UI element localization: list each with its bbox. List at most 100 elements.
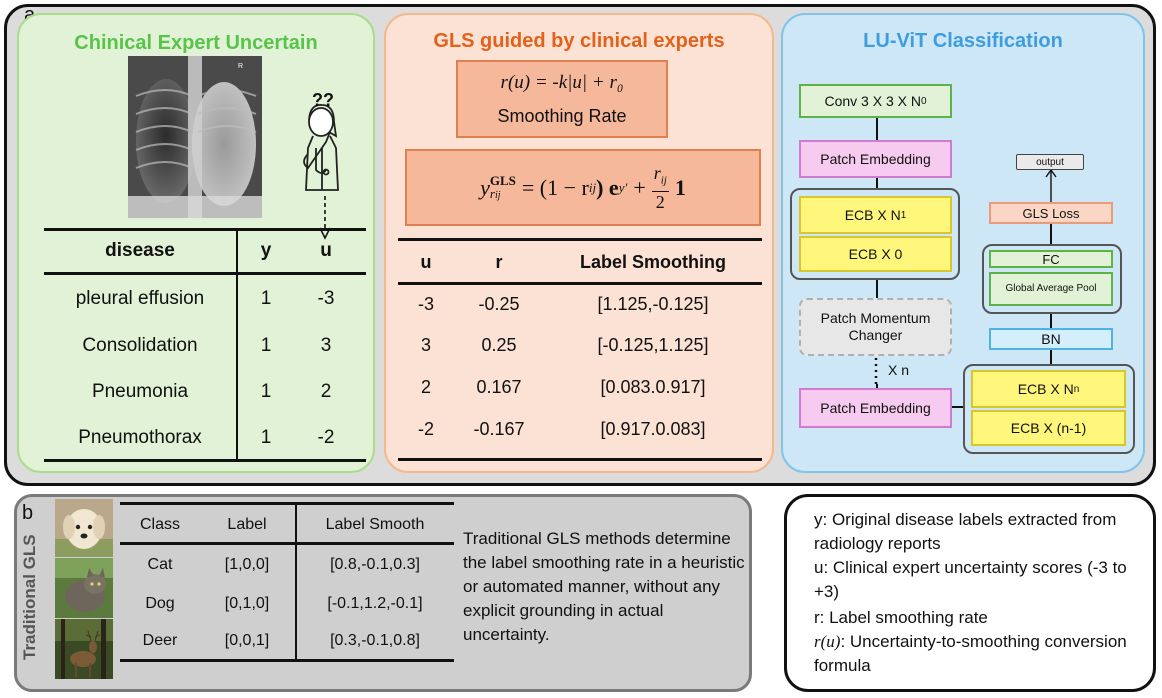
legend-y-line: y: Original disease labels extracted fro… — [814, 510, 1117, 553]
r-cell: -0.167 — [473, 419, 525, 439]
smoothing-cell: [-0.125,1.125] — [597, 335, 709, 355]
u-cell: -3 — [317, 288, 335, 309]
smoothing-cell: [0.083.0.917] — [600, 377, 706, 397]
header-r: r — [495, 252, 503, 272]
u-cell: 2 — [320, 381, 332, 402]
u-cell: 2 — [420, 377, 431, 397]
header-label: Label — [227, 516, 267, 533]
disease-cell: Pneumonia — [91, 381, 189, 402]
traditional-gls-description: Traditional GLS methods determine the la… — [463, 529, 745, 644]
label-smoothing-table: u r Label Smoothing -3 -0.25 [1.125,-0.1… — [398, 238, 762, 462]
ecb-nn-label: ECB X N — [1017, 380, 1074, 397]
class-cell: Cat — [147, 556, 173, 573]
panel-b-label: b — [22, 502, 34, 524]
header-u: u — [420, 252, 432, 272]
u-cell: 3 — [320, 335, 332, 356]
header-y: y — [260, 240, 272, 261]
formula-sup: GLS — [489, 172, 516, 188]
formula-frac-den: 2 — [655, 191, 665, 212]
legend-r-line: r: Label smoothing rate — [814, 608, 988, 627]
smoothing-cell: [1.125,-0.125] — [597, 294, 709, 314]
gls-section-title: GLS guided by clinical experts — [433, 30, 725, 52]
up-arrow-icon — [1045, 168, 1057, 202]
header-class: Class — [139, 516, 180, 533]
smoothing-cell: [0.917.0.083] — [600, 419, 706, 439]
puppy-image — [55, 499, 113, 557]
svg-text:R: R — [238, 63, 243, 70]
doctor-thinking-icon — [296, 92, 348, 194]
u-cell: -2 — [417, 419, 434, 439]
patch-momentum-changer-block: Patch Momentum Changer — [799, 298, 952, 356]
label-cell: [1,0,0] — [224, 556, 270, 573]
gls-loss-block: GLS Loss — [989, 202, 1113, 224]
header-u: u — [320, 240, 332, 261]
conv-sub: 0 — [920, 95, 927, 107]
fc-block: FC — [989, 250, 1113, 268]
legend-ru-text: : Uncertainty-to-smoothing conversion fo… — [814, 632, 1127, 675]
patch-embedding-block: Patch Embedding — [799, 140, 952, 178]
formula-part2-sub: y′ — [618, 179, 628, 195]
smoothing-rate-formula: r(u) = -k|u| + r₀ — [500, 72, 624, 93]
smoothing-rate-box: r(u) = -k|u| + r₀ Smoothing Rate — [456, 60, 668, 138]
deer-image — [55, 619, 113, 679]
legend-ru-symbol: r(u) — [814, 632, 841, 651]
r-cell: 0.167 — [476, 377, 522, 397]
formula-y: y — [480, 174, 490, 200]
formula-frac-num-sub: ij — [660, 174, 667, 187]
y-cell: 1 — [260, 427, 272, 448]
y-cell: 1 — [260, 381, 272, 402]
label-smooth-cell: [0.3,-0.1,0.8] — [330, 632, 420, 649]
class-cell: Deer — [142, 632, 178, 649]
formula-subsub: ij — [494, 189, 501, 201]
question-marks: ?? — [312, 90, 334, 110]
luvit-section-title: LU-ViT Classification — [863, 30, 1063, 52]
patch-embedding-block-2: Patch Embedding — [799, 388, 952, 428]
dotted-connector-icon — [874, 358, 878, 386]
header-label-smooth: Label Smooth — [325, 516, 425, 533]
formula-part2: ) e — [596, 174, 619, 200]
smoothing-rate-caption: Smoothing Rate — [497, 106, 627, 126]
disease-cell: pleural effusion — [75, 288, 205, 309]
ecb-n-minus-1-block: ECB X (n-1) — [971, 410, 1126, 446]
r-cell: 0.25 — [481, 335, 517, 355]
panel-b-frame — [14, 494, 752, 692]
label-smooth-cell: [0.8,-0.1,0.3] — [330, 556, 420, 573]
cat-image — [55, 558, 113, 618]
output-block: output — [1016, 154, 1084, 170]
ecb-nn-sub: n — [1073, 383, 1080, 395]
u-cell: -3 — [417, 294, 434, 314]
formula-one: 1 — [674, 174, 686, 200]
bn-block: BN — [989, 328, 1113, 350]
disease-cell: Pneumothorax — [78, 427, 202, 448]
formula-sub: r — [489, 185, 495, 201]
ecb-n1-sub: 1 — [900, 209, 907, 221]
r-cell: -0.25 — [478, 294, 520, 314]
header-disease: disease — [105, 240, 175, 261]
formula-plus: + — [633, 174, 646, 200]
label-cell: [0,0,1] — [224, 632, 270, 649]
legend-u-line: u: Clinical expert uncertainty scores (-… — [814, 558, 1127, 601]
formula-frac-num: r — [653, 163, 661, 184]
ecb-n1-label: ECB X N — [844, 206, 901, 223]
header-label-smoothing: Label Smoothing — [580, 252, 726, 272]
disease-cell: Consolidation — [82, 335, 198, 356]
traditional-gls-table: Class Label Label Smooth Cat [1,0,0] [0.… — [120, 502, 454, 662]
global-average-pool-block: Global Average Pool — [989, 272, 1113, 306]
ecb-0-block: ECB X 0 — [799, 236, 952, 272]
conv-label: Conv 3 X 3 X N — [824, 92, 921, 109]
legend-box — [784, 494, 1156, 692]
label-cell: [0,1,0] — [224, 595, 270, 612]
y-cell: 1 — [260, 288, 272, 309]
ecb-group-1 — [790, 188, 960, 280]
formula-part1: = (1 − r — [521, 174, 589, 200]
chest-xray-image: R — [128, 56, 262, 218]
traditional-gls-side-title: Traditional GLS — [20, 534, 39, 660]
fc-gap-group — [982, 244, 1122, 314]
gls-label-formula: y GLS rij = (1 − r ij ) e y′ + rij 2 1 — [405, 149, 761, 226]
label-smooth-cell: [-0.1,1.2,-0.1] — [327, 595, 423, 612]
y-cell: 1 — [260, 335, 272, 356]
u-cell: 3 — [420, 335, 431, 355]
